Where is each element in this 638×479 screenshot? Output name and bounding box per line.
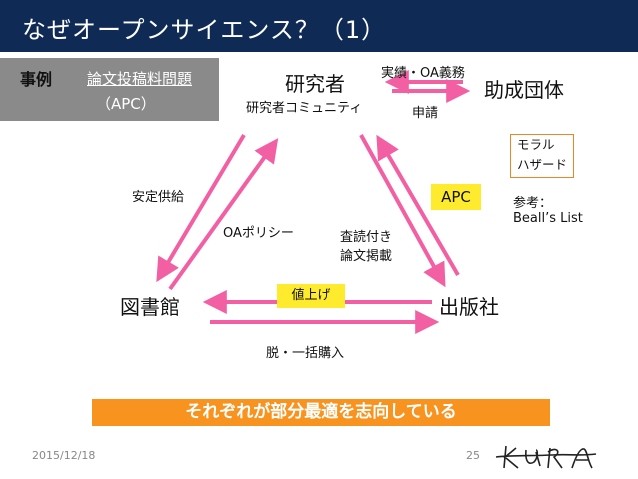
apc-highlight: APC	[431, 184, 481, 210]
footer-date: 2015/12/18	[32, 449, 96, 462]
label-stable-supply: 安定供給	[132, 190, 185, 205]
footer-page-number: 25	[466, 449, 480, 462]
node-researcher: 研究者	[285, 72, 345, 96]
arrow-publisher-to-researcher	[376, 134, 460, 277]
label-peer-review-1: 査読付き	[340, 230, 393, 245]
moral-hazard-line2: ハザード	[517, 157, 568, 172]
arrow-researcher-to-library	[156, 133, 246, 283]
title-bar	[0, 0, 638, 52]
label-peer-review-2: 論文掲載	[340, 249, 393, 264]
label-escape-bundle: 脱・一括購入	[266, 346, 345, 361]
label-results-oa: 実績・OA義務	[381, 66, 465, 81]
case-box	[0, 58, 219, 121]
moral-hazard-box: モラル ハザード	[510, 134, 574, 178]
node-library: 図書館	[120, 295, 180, 319]
slide-title: なぜオープンサイエンス？（1）	[22, 16, 387, 44]
arrow-library-to-researcher	[168, 138, 279, 291]
reference-bealls-list: Beall’s List	[513, 211, 583, 226]
node-publisher: 出版社	[439, 295, 499, 319]
label-oa-policy: OAポリシー	[223, 226, 294, 241]
arrow-researcher-to-publisher	[359, 134, 446, 288]
moral-hazard-line1: モラル	[517, 137, 555, 152]
case-subtitle: （APC）	[96, 95, 156, 113]
reference-label: 参考：	[513, 196, 553, 211]
node-community: 研究者コミュニティ	[246, 101, 363, 116]
case-tag: 事例	[20, 70, 53, 89]
signature-logo	[495, 445, 597, 469]
case-topic: 論文投稿料問題	[87, 70, 193, 88]
label-application: 申請	[412, 106, 439, 121]
price-up-highlight: 値上げ	[277, 284, 345, 308]
node-funder: 助成団体	[484, 78, 564, 102]
conclusion-banner: それぞれが部分最適を志向している	[92, 399, 550, 426]
